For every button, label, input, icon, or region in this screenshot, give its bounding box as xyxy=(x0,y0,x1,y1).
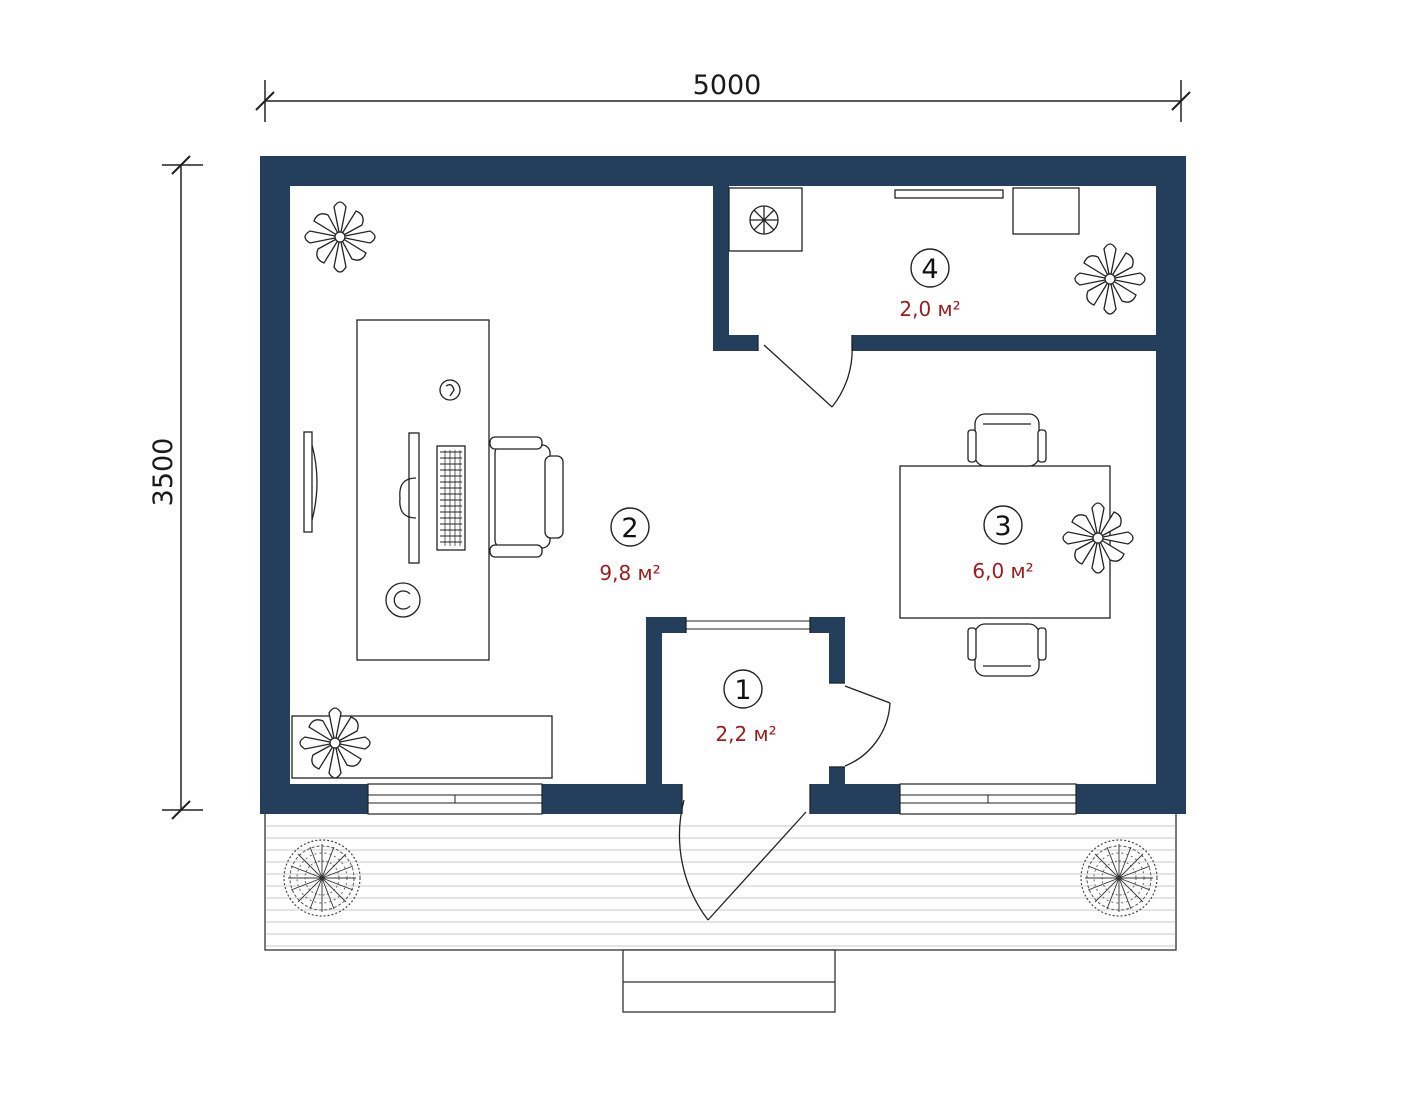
room-area: 6,0 м² xyxy=(972,559,1033,583)
office-chair-icon xyxy=(489,436,564,558)
room-1-label: 1 2,2 м² xyxy=(715,669,777,746)
room-area: 2,0 м² xyxy=(899,297,960,321)
dimension-height-label: 3500 xyxy=(148,438,179,507)
dimension-width: 5000 xyxy=(255,70,1191,122)
mouse-icon xyxy=(439,379,461,401)
room-number: 3 xyxy=(994,511,1011,542)
chair-icon xyxy=(967,413,1047,677)
room-area: 9,8 м² xyxy=(599,561,660,585)
tv-icon xyxy=(303,431,318,533)
keyboard-icon xyxy=(436,445,466,551)
clock-icon xyxy=(385,582,421,618)
steps xyxy=(622,949,836,1013)
cabinet-icon xyxy=(1012,187,1080,235)
room-3-label: 3 6,0 м² xyxy=(972,505,1034,583)
stove-icon xyxy=(728,187,803,252)
shrub-icon xyxy=(283,839,361,917)
room-number: 4 xyxy=(921,254,938,285)
room-area: 2,2 м² xyxy=(715,722,776,746)
openings xyxy=(681,335,853,814)
window-icon xyxy=(367,783,1077,815)
terrace xyxy=(264,812,1177,951)
room-4-label: 4 2,0 м² xyxy=(899,248,961,321)
room-number: 2 xyxy=(621,513,638,544)
desk-icon xyxy=(356,319,490,661)
monitor-icon xyxy=(399,432,420,564)
dimension-height: 3500 xyxy=(148,155,203,820)
door-swing-icon xyxy=(678,342,891,921)
dimension-width-label: 5000 xyxy=(693,70,762,101)
room-2-label: 2 9,8 м² xyxy=(599,507,661,585)
room-number: 1 xyxy=(734,675,751,706)
shrub-icon xyxy=(1080,839,1158,917)
shelf-icon xyxy=(894,189,1004,199)
